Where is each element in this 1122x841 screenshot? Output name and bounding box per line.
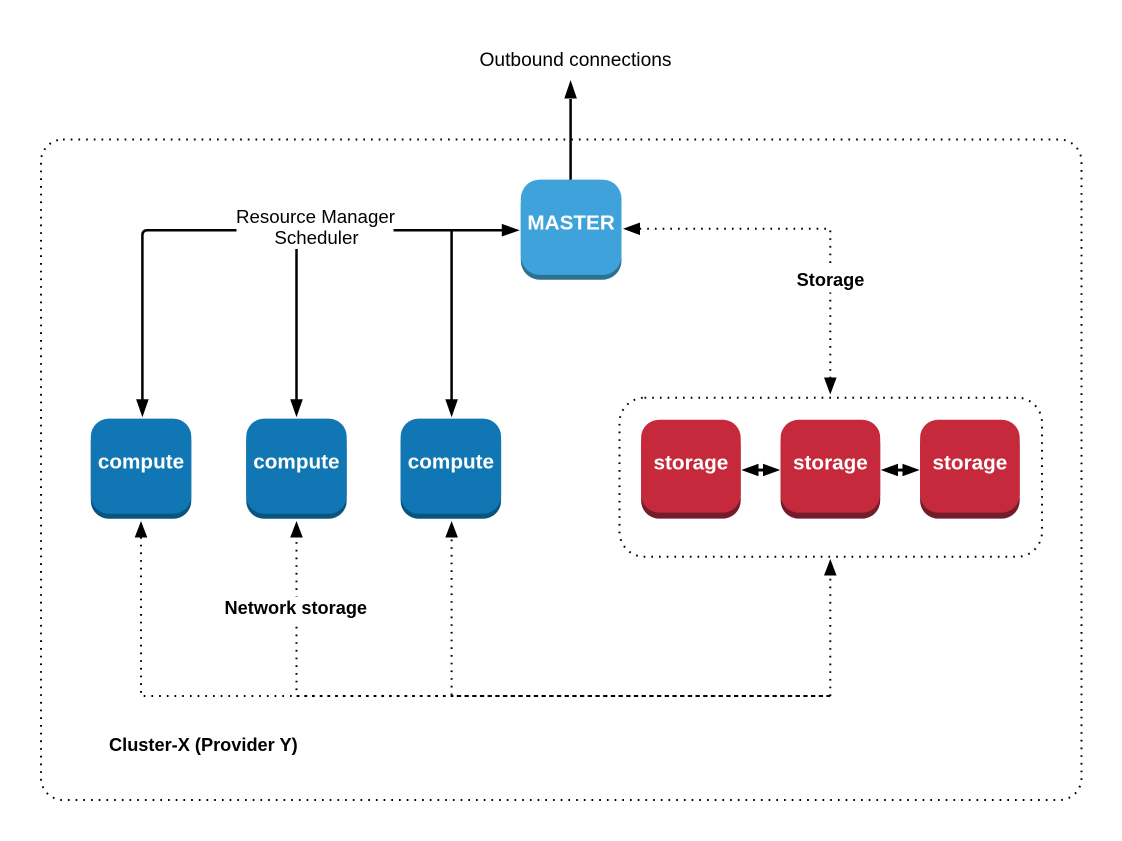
svg-text:Storage: Storage xyxy=(797,270,865,290)
svg-text:storage: storage xyxy=(933,451,1008,474)
svg-text:compute: compute xyxy=(98,450,184,473)
svg-text:compute: compute xyxy=(408,450,494,473)
svg-text:Scheduler: Scheduler xyxy=(274,227,358,248)
svg-text:Cluster-X (Provider Y): Cluster-X (Provider Y) xyxy=(109,735,298,755)
svg-text:Network storage: Network storage xyxy=(225,598,368,618)
svg-text:Outbound connections: Outbound connections xyxy=(479,50,671,71)
svg-text:MASTER: MASTER xyxy=(527,212,614,235)
svg-text:Resource Manager: Resource Manager xyxy=(236,206,395,227)
svg-text:storage: storage xyxy=(654,451,729,474)
svg-text:compute: compute xyxy=(253,450,339,473)
svg-text:storage: storage xyxy=(793,451,868,474)
